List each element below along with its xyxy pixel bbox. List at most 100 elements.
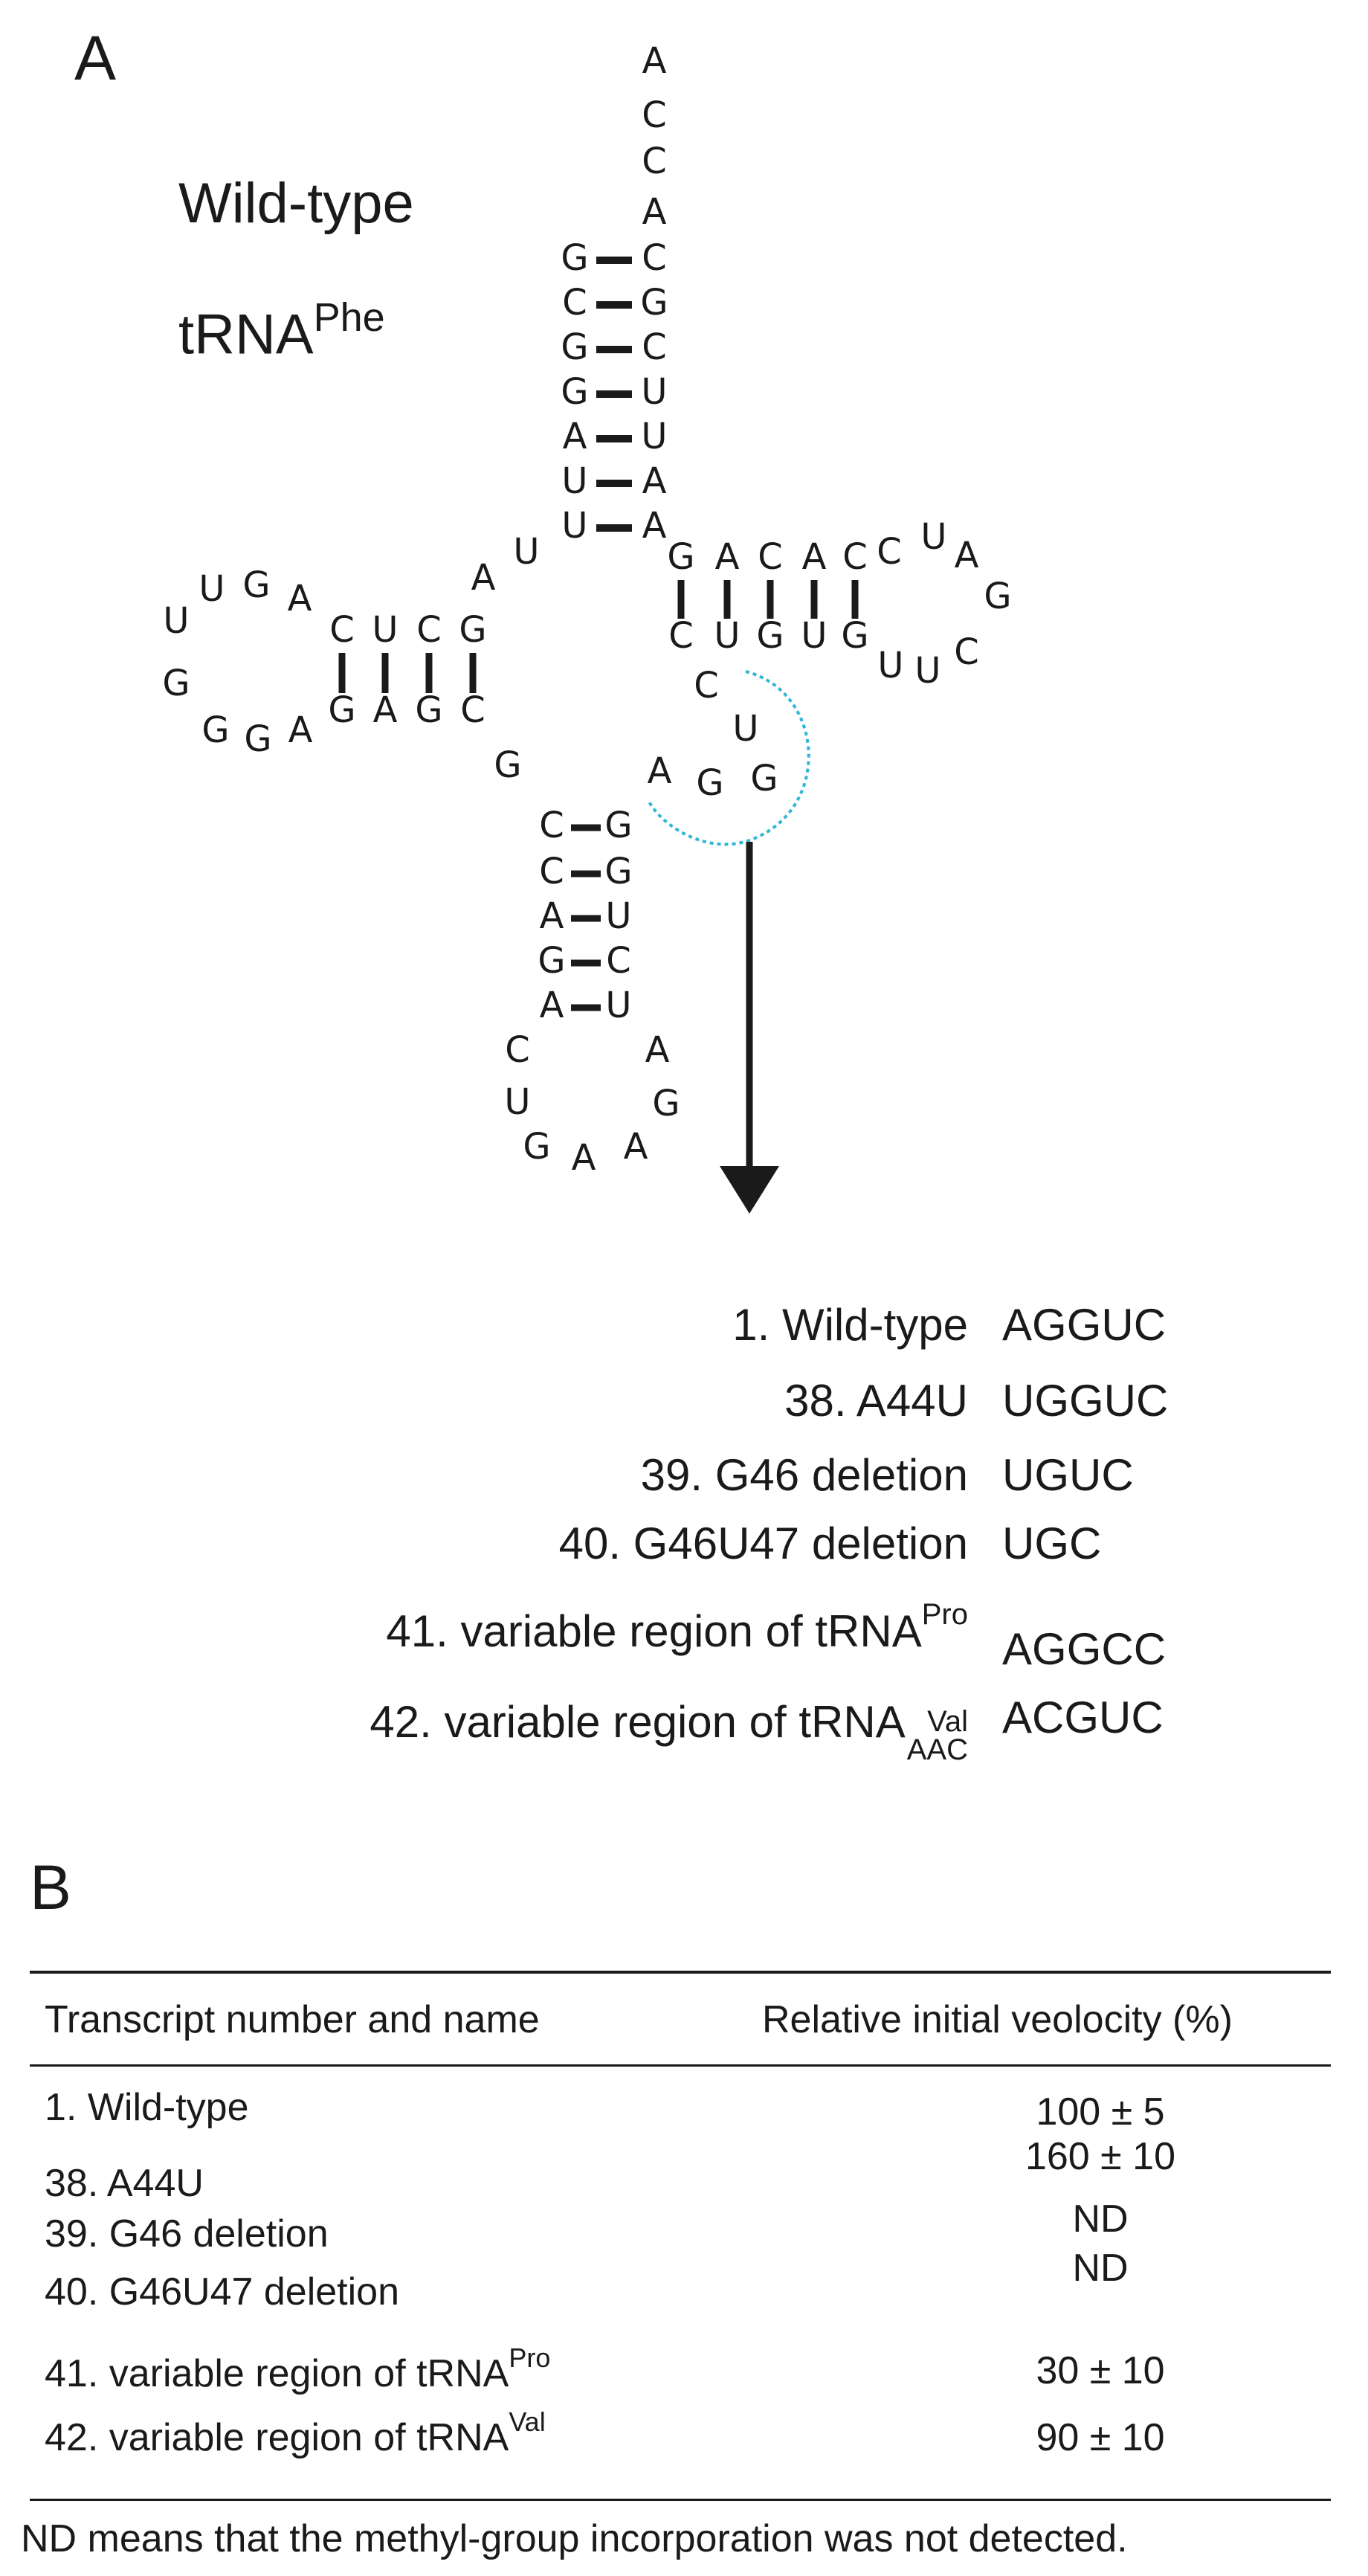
- nucleotide-d-t4: G: [459, 609, 486, 651]
- nucleotide-dl-8: A: [288, 709, 313, 751]
- nucleotide-v-u: U: [732, 708, 758, 750]
- nucleotide-dl-3: U: [199, 568, 225, 610]
- nucleotide-dl-7: G: [244, 718, 271, 760]
- mutant-42-sub: AAC: [906, 1733, 968, 1766]
- panel-a-label: A: [74, 23, 117, 93]
- nucleotide-j-g: G: [494, 744, 521, 786]
- table-row-name: 40. G46U47 deletion: [45, 2270, 400, 2313]
- mutant-name-41: 41. variable region of tRNAPro: [386, 1600, 968, 1656]
- base-pair-bonds: [338, 257, 859, 1011]
- row-41-name-text: 41. variable region of tRNA: [45, 2352, 509, 2395]
- table-row-value: ND: [1072, 2197, 1129, 2241]
- mutant-41-name-text: 41. variable region of tRNA: [386, 1606, 922, 1656]
- arrow-head: [720, 1166, 779, 1214]
- table-top-rule: [30, 1971, 1331, 1974]
- nucleotide-ac-r2: G: [604, 851, 632, 892]
- row-42-name-text: 42. variable region of tRNA: [45, 2416, 509, 2459]
- table-row-name: 1. Wild-type: [45, 2086, 249, 2129]
- mutant-name-1: 1. Wild-type: [732, 1300, 968, 1350]
- table-row-value: 30 ± 10: [1036, 2349, 1165, 2392]
- nucleotide-acc-l2: C: [562, 282, 587, 323]
- nucleotide-acl-1: C: [505, 1029, 530, 1071]
- nucleotide-acl-2: U: [504, 1081, 530, 1123]
- nucleotide-t-b2: U: [714, 615, 740, 657]
- nucleotide-acc-3: C: [642, 141, 667, 182]
- mutant-name-40: 40. G46U47 deletion: [558, 1519, 968, 1568]
- nucleotide-d-t1: C: [329, 609, 355, 651]
- nucleotide-acc-1: A: [642, 40, 667, 82]
- nucleotide-dl-5: G: [162, 663, 190, 704]
- trna-title-base: tRNA: [178, 303, 314, 367]
- trna-title-line2: tRNAPhe: [178, 295, 385, 367]
- nucleotide-ac-l4: G: [538, 940, 565, 982]
- nucleotide-ac-r3: U: [605, 895, 631, 937]
- table-row-name: 41. variable region of tRNAPro: [45, 2345, 550, 2395]
- nucleotide-acc-r1: C: [642, 237, 667, 279]
- table-row-name: 39. G46 deletion: [45, 2212, 329, 2255]
- table-row-value: 160 ± 10: [1025, 2135, 1176, 2178]
- nucleotide-tl-5: C: [954, 631, 979, 673]
- mutant-seq-1: AGGUC: [1002, 1300, 1167, 1350]
- mutant-42-name-text: 42. variable region of tRNA: [370, 1697, 906, 1747]
- nucleotide-t-t4: A: [802, 536, 827, 578]
- table-footnote: ND means that the methyl-group incorpora…: [21, 2517, 1128, 2560]
- mutant-seq-40: UGC: [1002, 1519, 1102, 1568]
- table-row-name: 42. variable region of tRNAVal: [45, 2409, 546, 2459]
- mutant-42-sup: Val: [927, 1705, 968, 1738]
- nucleotide-d-b3: G: [415, 689, 442, 731]
- nucleotide-dl-4: U: [163, 600, 189, 642]
- nucleotide-d-t3: C: [416, 609, 442, 651]
- row-41-sup: Pro: [509, 2342, 551, 2373]
- nucleotide-t-b3: G: [756, 615, 784, 657]
- mutant-name-39: 39. G46 deletion: [640, 1450, 968, 1500]
- nucleotide-dl-1: A: [288, 578, 312, 619]
- nucleotide-j-u: U: [513, 531, 539, 573]
- table-row-value: 100 ± 5: [1036, 2090, 1165, 2134]
- nucleotide-acc-r2: G: [640, 282, 668, 323]
- nucleotide-ac-l5: A: [540, 985, 564, 1026]
- trna-title-sup: Phe: [313, 295, 385, 340]
- mutant-seq-38: UGGUC: [1002, 1376, 1169, 1426]
- nucleotide-acc-r7: A: [642, 505, 667, 547]
- nucleotide-acc-r3: C: [642, 326, 667, 368]
- nucleotide-acl-6: G: [652, 1083, 680, 1124]
- nucleotide-acc-l6: U: [561, 460, 587, 502]
- nucleotide-acc-l5: A: [563, 416, 587, 457]
- nucleotide-dl-6: G: [201, 709, 229, 751]
- nucleotide-acl-3: G: [523, 1126, 550, 1168]
- nucleotide-v-g1: G: [750, 758, 778, 799]
- nucleotide-d-b1: G: [328, 689, 355, 731]
- nucleotide-tl-4: G: [984, 576, 1011, 617]
- nucleotide-t-t3: C: [758, 536, 783, 578]
- table-header-velocity: Relative initial veolocity (%): [762, 1998, 1233, 2041]
- trna-title-line1: Wild-type: [178, 172, 414, 235]
- table-row-name: 38. A44U: [45, 2162, 204, 2205]
- nucleotide-ac-r1: G: [604, 805, 632, 846]
- nucleotide-ac-l3: A: [540, 895, 564, 937]
- nucleotide-tl-3: A: [955, 535, 979, 576]
- nucleotide-acc-r5: U: [641, 416, 667, 457]
- nucleotide-acl-4: A: [572, 1137, 596, 1179]
- nucleotide-t-t5: C: [842, 536, 868, 578]
- nucleotide-acc-r6: A: [642, 460, 667, 502]
- table-bottom-rule: [30, 2499, 1331, 2501]
- nucleotide-acc-l1: G: [561, 237, 588, 279]
- nucleotide-acc-l7: U: [561, 505, 587, 547]
- nucleotide-acc-l4: G: [561, 371, 588, 413]
- nucleotide-v-a: A: [648, 750, 672, 792]
- nucleotide-acc-r4: U: [641, 371, 667, 413]
- mutant-41-sup: Pro: [921, 1598, 968, 1631]
- nucleotide-v-c: C: [694, 665, 719, 706]
- nucleotide-tl-2: U: [920, 516, 946, 558]
- row-42-sup: Val: [509, 2406, 546, 2437]
- table-row-value: ND: [1072, 2247, 1129, 2290]
- nucleotide-t-b4: U: [801, 615, 827, 657]
- nucleotide-d-b4: C: [460, 689, 485, 731]
- nucleotide-t-b5: G: [841, 615, 868, 657]
- nucleotide-dl-2: G: [242, 564, 270, 606]
- nucleotide-t-b1: C: [668, 615, 694, 657]
